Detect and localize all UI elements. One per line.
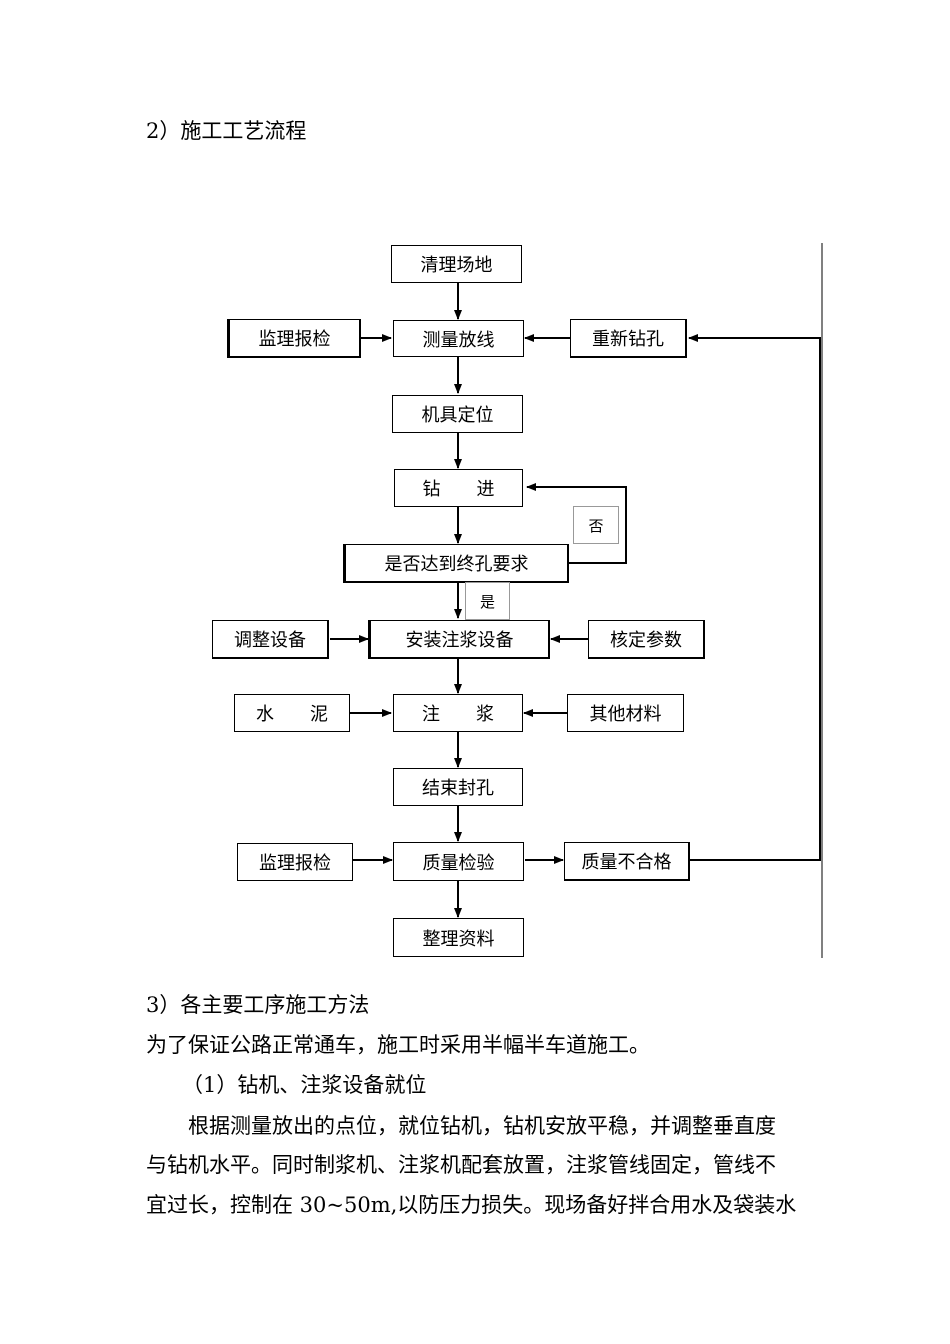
arrow-no-loop bbox=[526, 483, 627, 564]
box-survey-layout: 测量放线 bbox=[393, 320, 524, 357]
subsection-1-heading: （1）钻机、注浆设备就位 bbox=[182, 1073, 427, 1097]
body-line-3: 宜过长，控制在 30~50m,以防压力损失。现场备好拌合用水及袋装水 bbox=[146, 1193, 797, 1217]
box-final-hole-check: 是否达到终孔要求 bbox=[343, 544, 569, 583]
box-adjust-equipment: 调整设备 bbox=[212, 620, 329, 659]
box-verify-params: 核定参数 bbox=[588, 620, 705, 659]
body-line-1: 根据测量放出的点位，就位钻机，钻机安放平稳，并调整垂直度 bbox=[188, 1114, 776, 1138]
label-no: 否 bbox=[573, 506, 619, 544]
body-line-2: 与钻机水平。同时制浆机、注浆机配套放置，注浆管线固定，管线不 bbox=[146, 1153, 776, 1177]
box-install-grouting: 安装注浆设备 bbox=[368, 620, 550, 659]
intro-paragraph: 为了保证公路正常通车，施工时采用半幅半车道施工。 bbox=[146, 1033, 650, 1057]
box-grouting: 注 浆 bbox=[393, 694, 523, 732]
box-quality-fail: 质量不合格 bbox=[564, 842, 690, 881]
arrow-fail-to-redrill bbox=[688, 334, 821, 861]
section-2-heading: 2）施工工艺流程 bbox=[146, 119, 307, 143]
box-seal-hole: 结束封孔 bbox=[393, 768, 523, 806]
box-drilling: 钻 进 bbox=[394, 469, 523, 507]
box-organize-data: 整理资料 bbox=[393, 918, 524, 957]
label-yes: 是 bbox=[465, 582, 510, 620]
box-other-materials: 其他材料 bbox=[567, 694, 684, 732]
box-quality-inspection: 质量检验 bbox=[393, 842, 524, 881]
flowchart-connectors bbox=[330, 243, 823, 958]
box-machine-position: 机具定位 bbox=[392, 395, 523, 433]
box-clear-site: 清理场地 bbox=[391, 245, 522, 283]
box-supervision-report-2: 监理报检 bbox=[237, 843, 353, 881]
box-cement: 水 泥 bbox=[234, 694, 350, 732]
box-supervision-report-1: 监理报检 bbox=[227, 319, 361, 358]
section-3-heading: 3）各主要工序施工方法 bbox=[146, 993, 370, 1017]
box-redrill: 重新钻孔 bbox=[570, 319, 687, 358]
